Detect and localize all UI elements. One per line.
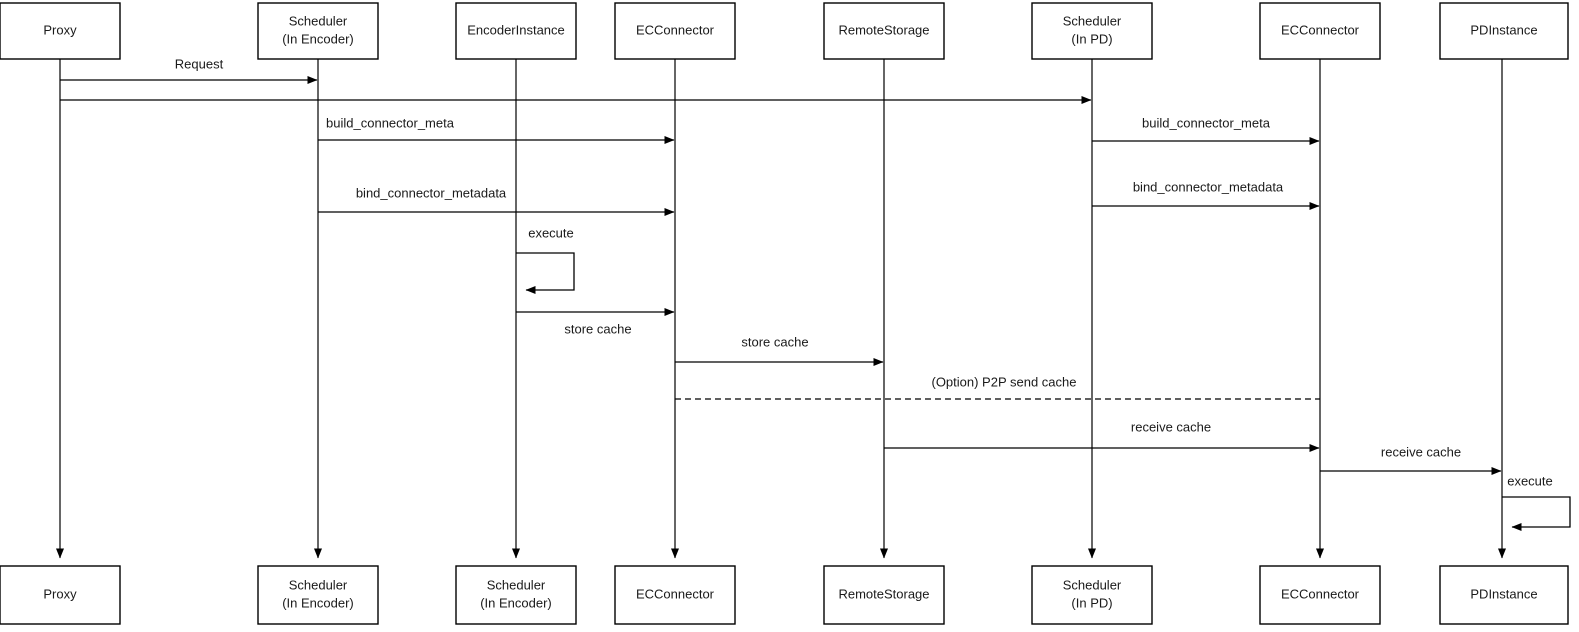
- message-m3[interactable]: build_connector_meta: [318, 115, 675, 144]
- message-label: receive cache: [1131, 419, 1211, 434]
- participant-label-line1: PDInstance: [1470, 586, 1537, 601]
- participant-label-line1: Scheduler: [487, 577, 546, 592]
- participant-label-line1: EncoderInstance: [467, 22, 565, 37]
- participant-boxes-top: Proxy Scheduler (In Encoder) EncoderInstanc…: [0, 2, 1569, 60]
- messages-layer: Request build_connector_meta build_connect…: [60, 56, 1502, 475]
- participant-box-top-ec-connector-pd[interactable]: ECConnector: [1259, 2, 1381, 60]
- participant-box-top-proxy[interactable]: Proxy: [0, 2, 121, 60]
- participant-label-line2: (In PD): [1071, 31, 1112, 46]
- message-m9[interactable]: (Option) P2P send cache: [675, 374, 1320, 400]
- participant-box-bottom-pd-instance[interactable]: PDInstance: [1439, 565, 1569, 625]
- message-label: store cache: [564, 321, 631, 336]
- participant-label-line2: (In Encoder): [480, 595, 552, 610]
- message-label: bind_connector_metadata: [1133, 179, 1284, 194]
- message-label: build_connector_meta: [326, 115, 455, 130]
- participant-box-top-scheduler-encoder[interactable]: Scheduler (In Encoder): [257, 2, 379, 60]
- participant-box-bottom-proxy[interactable]: Proxy: [0, 565, 121, 625]
- participant-label-line1: Proxy: [43, 586, 77, 601]
- message-m7[interactable]: store cache: [516, 308, 675, 336]
- participant-label-line1: Proxy: [43, 22, 77, 37]
- self-message-label: execute: [528, 225, 574, 240]
- participant-box-top-remote-storage[interactable]: RemoteStorage: [823, 2, 945, 60]
- participant-label-line1: RemoteStorage: [838, 22, 929, 37]
- participant-label-line1: ECConnector: [1281, 586, 1360, 601]
- participant-label-line1: ECConnector: [636, 22, 715, 37]
- participant-label-line1: Scheduler: [1063, 13, 1122, 28]
- message-label: bind_connector_metadata: [356, 185, 507, 200]
- participant-label-line1: ECConnector: [636, 586, 715, 601]
- self-message-arrow: [516, 252, 575, 294]
- participant-label-line1: Scheduler: [289, 13, 348, 28]
- self-message-label: execute: [1507, 473, 1553, 488]
- participant-box-top-scheduler-pd[interactable]: Scheduler (In PD): [1031, 2, 1153, 60]
- lifelines-layer: [56, 59, 1506, 559]
- participant-label-line2: (In Encoder): [282, 31, 354, 46]
- participant-box-top-encoder-instance[interactable]: EncoderInstance: [455, 2, 577, 60]
- message-label: (Option) P2P send cache: [931, 374, 1076, 389]
- message-label: store cache: [741, 334, 808, 349]
- participant-boxes-bottom: Proxy Scheduler (In Encoder) Scheduler (In E…: [0, 565, 1569, 625]
- message-m4[interactable]: build_connector_meta: [1092, 115, 1320, 145]
- message-m8[interactable]: store cache: [675, 334, 884, 366]
- message-label: receive cache: [1381, 444, 1461, 459]
- participant-box-bottom-scheduler-encoder[interactable]: Scheduler (In Encoder): [257, 565, 379, 625]
- participant-label-line1: ECConnector: [1281, 22, 1360, 37]
- participant-box-top-pd-instance[interactable]: PDInstance: [1439, 2, 1569, 60]
- message-m5[interactable]: bind_connector_metadata: [318, 185, 675, 216]
- participant-box-top-ec-connector-enc[interactable]: ECConnector: [614, 2, 736, 60]
- participant-box-bottom-ec-connector-pd[interactable]: ECConnector: [1259, 565, 1381, 625]
- message-m10[interactable]: receive cache: [884, 419, 1320, 452]
- participant-box-bottom-scheduler-pd[interactable]: Scheduler (In PD): [1031, 565, 1153, 625]
- message-m1[interactable]: Request: [60, 56, 318, 84]
- message-m11[interactable]: receive cache: [1320, 444, 1502, 475]
- self-message-s1[interactable]: execute: [516, 225, 575, 294]
- participant-box-bottom-encoder-instance[interactable]: Scheduler (In Encoder): [455, 565, 577, 625]
- message-label: Request: [175, 56, 224, 71]
- participant-label-line1: PDInstance: [1470, 22, 1537, 37]
- participant-box-bottom-remote-storage[interactable]: RemoteStorage: [823, 565, 945, 625]
- message-label: build_connector_meta: [1142, 115, 1271, 130]
- participant-label-line2: (In Encoder): [282, 595, 354, 610]
- participant-box-bottom-ec-connector-enc[interactable]: ECConnector: [614, 565, 736, 625]
- self-message-arrow: [1502, 496, 1571, 531]
- self-messages-layer: execute execute: [516, 225, 1571, 531]
- participant-label-line1: Scheduler: [289, 577, 348, 592]
- message-m6[interactable]: bind_connector_metadata: [1092, 179, 1320, 210]
- participant-label-line1: Scheduler: [1063, 577, 1122, 592]
- participant-label-line2: (In PD): [1071, 595, 1112, 610]
- participant-label-line1: RemoteStorage: [838, 586, 929, 601]
- self-message-s2[interactable]: execute: [1502, 473, 1571, 531]
